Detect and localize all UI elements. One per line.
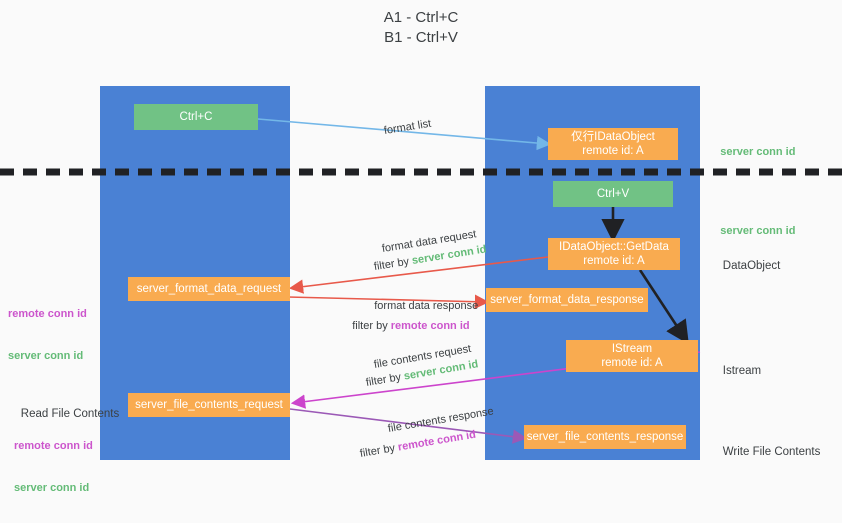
annotation-istream-text: Istream <box>722 365 762 377</box>
node-server-file-contents-response-label: server_file_contents_response <box>526 431 684 443</box>
server-conn-id-token: server conn id <box>411 243 488 267</box>
node-server-format-data-response-label: server_format_data_response <box>490 294 644 306</box>
annotation-server-conn-id-text: server conn id <box>14 482 90 494</box>
node-istream-label: IStream remote id: A <box>601 343 663 369</box>
annotation-server-conn-id-top: server conn id <box>708 131 795 173</box>
annotation-server-conn-id-mid-text: server conn id <box>720 225 796 237</box>
node-ctrl-v-label: Ctrl+V <box>596 188 630 200</box>
annotation-read-file-contents: Read File Contents <box>8 393 119 435</box>
diagram-canvas: A1 - Ctrl+C B1 - Ctrl+V A1 remote B1 con… <box>0 9 842 494</box>
filter-by-prefix: filter by <box>352 320 391 332</box>
annotation-remote-conn-id-text: remote conn id <box>14 440 93 452</box>
filter-by-prefix: filter by <box>364 370 405 389</box>
annotation-read-file-contents-text: Read File Contents <box>20 408 120 420</box>
node-server-format-data-request[interactable]: server_format_data_request <box>128 277 290 301</box>
node-ctrl-v[interactable]: Ctrl+V <box>553 181 673 207</box>
page-title: A1 - Ctrl+C B1 - Ctrl+V <box>383 9 459 46</box>
edge-label-format-list-text: format list <box>383 117 433 138</box>
annotation-write-file-contents-text: Write File Contents <box>722 446 821 458</box>
annotation-server-conn-id-mid: server conn id <box>708 210 795 252</box>
annotation-write-file-contents: Write File Contents <box>710 431 821 473</box>
annotation-left-conn-ids-bottom: remote conn id server conn id <box>14 411 93 523</box>
edge-label-format-data-response: format data response <box>362 284 478 329</box>
edge-label-file-contents-response-filter: filter by remote conn id <box>344 413 479 479</box>
annotation-remote-conn-id-text: remote conn id <box>8 308 87 320</box>
edge-label-format-data-response-text: format data response <box>374 300 479 312</box>
node-idataobject-getdata-label: IDataObject::GetData remote id: A <box>559 241 669 267</box>
annotation-server-conn-id-text: server conn id <box>8 350 84 362</box>
node-server-file-contents-response[interactable]: server_file_contents_response <box>524 425 686 449</box>
node-idataobject-top[interactable]: 仅行IDataObject remote id: A <box>548 128 678 160</box>
annotation-left-conn-ids: remote conn id server conn id <box>8 279 87 391</box>
annotation-dataobject: DataObject <box>710 245 781 287</box>
node-server-file-contents-request[interactable]: server_file_contents_request <box>128 393 290 417</box>
node-idataobject-getdata[interactable]: IDataObject::GetData remote id: A <box>548 238 680 270</box>
node-ctrl-c[interactable]: Ctrl+C <box>134 104 258 130</box>
node-istream[interactable]: IStream remote id: A <box>566 340 698 372</box>
filter-by-prefix: filter by <box>373 255 413 274</box>
annotation-dataobject-text: DataObject <box>722 260 781 272</box>
remote-conn-id-token: remote conn id <box>396 428 477 454</box>
edge-label-format-list: format list <box>368 102 434 156</box>
node-ctrl-c-label: Ctrl+C <box>179 111 213 123</box>
annotation-server-conn-id-top-text: server conn id <box>720 146 796 158</box>
edge-label-format-data-response-filter: filter by remote conn id <box>340 304 470 349</box>
server-conn-id-token: server conn id <box>402 358 480 383</box>
node-server-file-contents-request-label: server_file_contents_request <box>135 399 283 411</box>
annotation-istream: Istream <box>710 350 761 392</box>
node-idataobject-top-label: 仅行IDataObject remote id: A <box>571 131 655 157</box>
remote-conn-id-token: remote conn id <box>390 320 470 332</box>
filter-by-prefix: filter by <box>358 441 399 460</box>
node-server-format-data-request-label: server_format_data_request <box>136 283 282 295</box>
node-server-format-data-response[interactable]: server_format_data_response <box>486 288 648 312</box>
